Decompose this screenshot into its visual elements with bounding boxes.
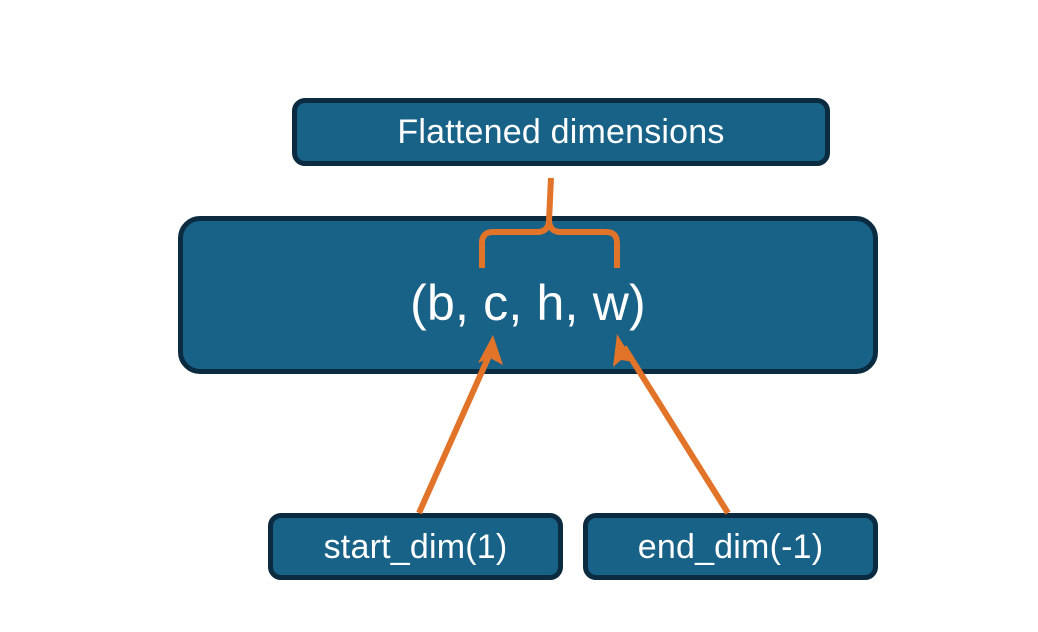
node-flattened-dimensions[interactable]: Flattened dimensions	[292, 98, 830, 166]
node-flattened-dimensions-label: Flattened dimensions	[397, 113, 725, 151]
node-start-dim-label: start_dim(1)	[323, 527, 508, 566]
node-end-dim-label: end_dim(-1)	[637, 527, 824, 566]
node-tensor-shape[interactable]: (b, c, h, w)	[178, 216, 878, 374]
brace-stem-line	[546, 177, 554, 222]
node-end-dim[interactable]: end_dim(-1)	[583, 513, 878, 580]
node-tensor-shape-label: (b, c, h, w)	[410, 275, 646, 331]
node-start-dim[interactable]: start_dim(1)	[268, 513, 563, 580]
